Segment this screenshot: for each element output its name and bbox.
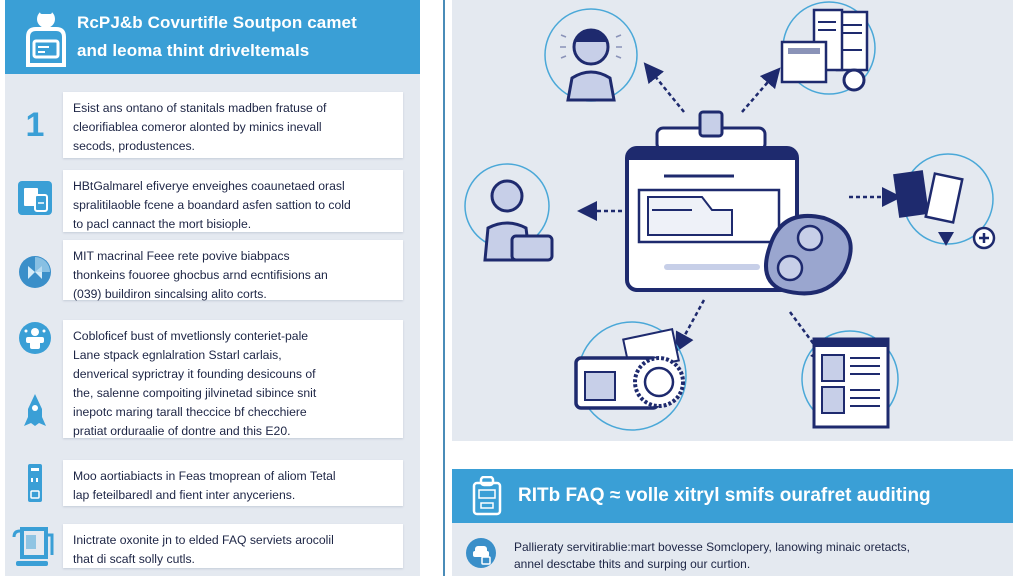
- workflow-diagram: [452, 0, 1013, 441]
- title-line-1: RcPJ&b Covurtifle Soutpon camet: [77, 13, 357, 32]
- panel-divider: [443, 0, 445, 576]
- list-item: Cobloficef bust of mvetlionsly conteriet…: [5, 320, 420, 438]
- camera-card-icon: [574, 321, 687, 431]
- left-header: RcPJ&b Covurtifle Soutpon camet and leom…: [5, 0, 420, 74]
- left-panel: RcPJ&b Covurtifle Soutpon camet and leom…: [5, 0, 420, 576]
- banner-title: RITb FAQ ≈ volle xitryl smifs ourafret a…: [518, 485, 931, 506]
- item-card: MIT macrinal Feee rete povive biabpacs t…: [63, 240, 403, 301]
- diagram-canvas: [464, 1, 996, 431]
- clipboard-icon: [472, 476, 502, 516]
- profile-document-icon: [801, 330, 899, 429]
- number-one-icon: 1: [25, 105, 45, 144]
- team-icon: [19, 322, 51, 354]
- title-line-2: and leoma thint driveltemals: [77, 41, 310, 60]
- gamepad-icon: [764, 213, 853, 296]
- list-item: Moo aortiabiacts in Feas tmoprean of ali…: [5, 460, 420, 506]
- list-item: MIT macrinal Feee rete povive biabpacs t…: [5, 240, 420, 302]
- phone-icon: [28, 464, 42, 502]
- support-agent-avatar-icon: [464, 163, 554, 262]
- item-card: Inictrate oxonite jn to elded FAQ servie…: [63, 524, 403, 568]
- devices-icon: [18, 181, 52, 215]
- rocket-icon: [24, 394, 46, 426]
- page-title: RcPJ&b Covurtifle Soutpon camet and leom…: [77, 9, 357, 65]
- footer-section: Pallieraty servitirablie:mart bovesse So…: [452, 523, 1013, 576]
- support-agent-icon: [26, 9, 66, 67]
- checklist-documents-icon: [893, 153, 996, 250]
- laptop-icon: [12, 527, 54, 566]
- list-item: Inictrate oxonite jn to elded FAQ servie…: [5, 524, 420, 570]
- footer-text: Pallieraty servitirablie:mart bovesse So…: [514, 540, 910, 571]
- item-card: Cobloficef bust of mvetlionsly conteriet…: [63, 320, 403, 438]
- item-card: Moo aortiabiacts in Feas tmoprean of ali…: [63, 460, 403, 506]
- item-card: Esist ans ontano of stanitals madben fra…: [63, 92, 403, 158]
- list-item: 1 Esist ans ontano of stanitals madben f…: [5, 92, 420, 158]
- list-item: HBtGalmarel efiverye enveighes coaunetae…: [5, 170, 420, 234]
- globe-icon: [19, 256, 51, 288]
- customer-avatar-icon: [544, 8, 638, 102]
- item-card: HBtGalmarel efiverye enveighes coaunetae…: [63, 170, 403, 232]
- documents-icon: [780, 1, 876, 95]
- faq-banner: RITb FAQ ≈ volle xitryl smifs ourafret a…: [452, 469, 1013, 523]
- chat-icon: [466, 538, 496, 568]
- clipboard-browser-icon: [625, 110, 799, 292]
